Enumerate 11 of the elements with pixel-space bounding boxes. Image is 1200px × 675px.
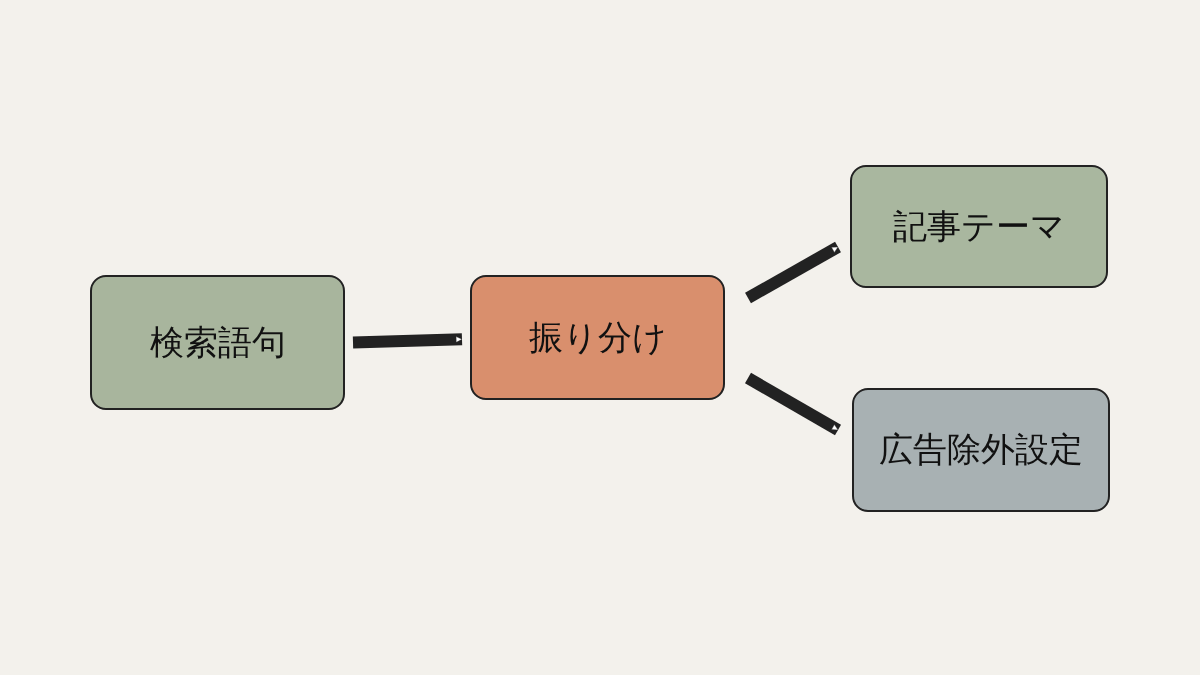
process-box — [90, 275, 345, 410]
box-label: 振り分け — [528, 315, 667, 359]
arrow — [745, 372, 841, 436]
box-label: 検索語句 — [149, 320, 286, 364]
box-label: 広告除外設定 — [879, 428, 1083, 471]
box-label: 記事テーマ — [893, 204, 1065, 248]
process-box — [470, 275, 725, 400]
arrow — [352, 333, 463, 349]
process-box — [852, 388, 1110, 512]
arrow — [745, 241, 841, 304]
process-box — [850, 165, 1108, 288]
